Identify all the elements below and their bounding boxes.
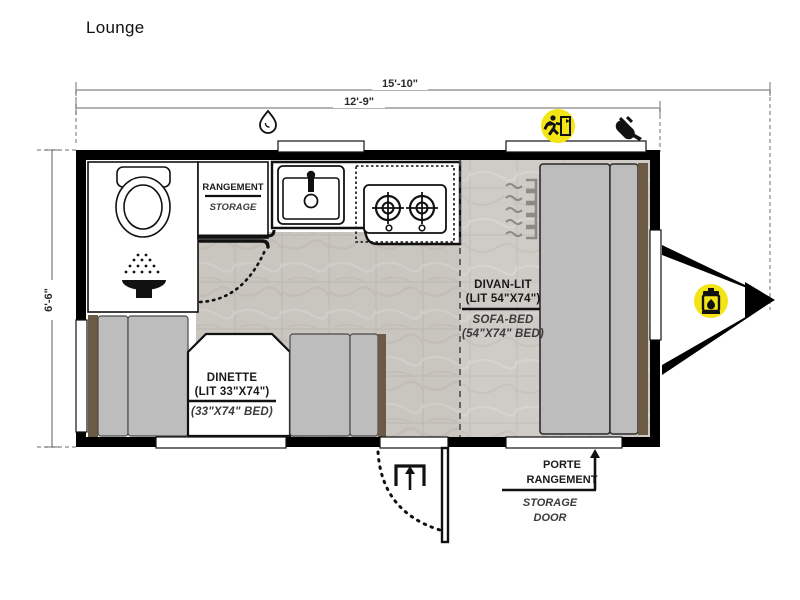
plug-body bbox=[615, 115, 642, 141]
wall-openings bbox=[75, 140, 662, 449]
storage-door-label-fr-1: PORTE bbox=[543, 459, 581, 471]
dim-text-bg-2 bbox=[333, 94, 385, 108]
bench-cushion-left bbox=[97, 315, 129, 437]
propane-flame bbox=[707, 299, 715, 310]
kitchen-sink-icon bbox=[277, 165, 345, 225]
page-title: Lounge bbox=[86, 18, 145, 37]
entry-door-opening bbox=[379, 436, 449, 449]
left-wall-wood-trim bbox=[88, 315, 98, 437]
window-top-lounge bbox=[505, 140, 647, 153]
storage-cabinet-label-fr: RANGEMENT bbox=[202, 182, 263, 193]
dinette-label-fr: DINETTE bbox=[207, 372, 258, 384]
cooktop-knob-right bbox=[418, 224, 426, 232]
emergency-exit-icon[interactable] bbox=[541, 109, 575, 143]
toilet-icon bbox=[115, 166, 171, 238]
sofa-side-cushion bbox=[609, 163, 639, 435]
power-plug-icon[interactable] bbox=[615, 115, 642, 141]
bathroom-door-swing bbox=[198, 239, 270, 304]
dinette-left-bench bbox=[88, 315, 189, 437]
toilet-bowl-inner bbox=[123, 184, 163, 230]
furnace-heater-icon bbox=[505, 178, 538, 240]
bench-cushion-center bbox=[127, 315, 189, 437]
window-top-kitchen bbox=[277, 140, 365, 153]
sofa-bed-area: DIVAN-LIT (LIT 54"X74") SOFA-BED (54"X74… bbox=[459, 160, 648, 437]
sink-faucet-neck bbox=[308, 177, 314, 192]
exit-door-frame bbox=[560, 116, 571, 136]
dim-text-bg bbox=[372, 76, 428, 90]
dim-text-bg-3 bbox=[44, 280, 60, 320]
a-frame-hitch bbox=[662, 245, 775, 375]
sofa-bed-label-en: SOFA-BED bbox=[472, 314, 533, 326]
dimension-lines: 15'-10" 12'-9" 6'-6" bbox=[37, 76, 771, 448]
entry-door[interactable] bbox=[376, 446, 450, 544]
shower-head-icon bbox=[122, 253, 166, 298]
window-bottom-dinette bbox=[155, 436, 287, 449]
window-left-wall bbox=[75, 319, 88, 433]
bathroom-area bbox=[87, 161, 199, 313]
dinette: DINETTE (LIT 33"X74") (33"X74" BED) bbox=[186, 332, 292, 438]
propane-base bbox=[702, 311, 720, 314]
exit-door-arrow bbox=[566, 119, 570, 123]
entry-arrow-head bbox=[405, 466, 415, 474]
storage-cabinet: RANGEMENT STORAGE bbox=[197, 161, 269, 239]
bench-wood-trim bbox=[378, 334, 386, 437]
dinette-label-en-size: (33"X74" BED) bbox=[191, 406, 273, 418]
counter-front-edge bbox=[198, 229, 276, 238]
storage-cabinet-label-en: STORAGE bbox=[210, 202, 257, 213]
dinette-table-outline bbox=[186, 332, 292, 438]
sofa-bed-label-fr: DIVAN-LIT bbox=[474, 279, 532, 291]
entry-door-arrow-icon bbox=[394, 464, 426, 490]
burner-left bbox=[372, 192, 404, 224]
running-figure bbox=[543, 115, 562, 136]
body-length-label: 12'-9" bbox=[344, 96, 374, 108]
width-label: 6'-6" bbox=[43, 288, 55, 312]
storage-door-callout: PORTE RANGEMENT STORAGE DOOR bbox=[502, 449, 600, 524]
bench-cushion-right-small bbox=[349, 333, 379, 437]
cooktop-knob-left bbox=[385, 224, 393, 232]
dinette-label-fr-size: (LIT 33"X74") bbox=[195, 386, 270, 398]
hitch-coupler bbox=[745, 282, 775, 318]
storage-cabinet-outline bbox=[197, 161, 269, 239]
propane-tank-icon[interactable] bbox=[694, 284, 728, 318]
sink-drain bbox=[303, 193, 319, 209]
burner-right bbox=[406, 192, 438, 224]
water-drop-outline bbox=[259, 109, 277, 134]
storage-door-label-en-1: STORAGE bbox=[523, 497, 578, 509]
storage-door-leader-arrow bbox=[590, 449, 600, 458]
bathroom-door-leaf bbox=[198, 239, 270, 249]
dinette-right-bench bbox=[289, 333, 386, 437]
water-drop-highlight bbox=[264, 122, 270, 128]
sofa-main-cushion bbox=[539, 163, 611, 435]
entry-door-leaf bbox=[440, 446, 450, 544]
water-fill-icon[interactable] bbox=[259, 109, 277, 134]
sofa-bed-label-en-size: (54"X74" BED) bbox=[462, 328, 544, 340]
shower-head-dome bbox=[122, 280, 166, 290]
sofa-wall-wood-trim bbox=[638, 163, 648, 435]
sink-faucet-head bbox=[306, 170, 316, 180]
storage-door-opening bbox=[505, 436, 623, 449]
shower-spray-dots bbox=[124, 253, 160, 274]
hitch-arm-lower bbox=[662, 303, 770, 375]
cooktop-zone-dashed bbox=[355, 165, 455, 243]
entry-door-swing-arc bbox=[376, 450, 442, 532]
gas-cooktop-icon bbox=[355, 165, 455, 243]
bathroom-door-arc bbox=[198, 246, 268, 304]
propane-valve bbox=[708, 288, 714, 292]
bench-cushion-right-large bbox=[289, 333, 351, 437]
hitch-arm-upper bbox=[662, 245, 770, 297]
kitchen-counter bbox=[198, 160, 462, 246]
window-right-wall bbox=[649, 229, 662, 341]
overall-length-label: 15'-10" bbox=[382, 78, 418, 90]
storage-door-label-en-2: DOOR bbox=[534, 512, 567, 524]
sofa-bed-label-fr-size: (LIT 54"X74") bbox=[466, 293, 541, 305]
storage-door-label-fr-2: RANGEMENT bbox=[527, 474, 598, 486]
